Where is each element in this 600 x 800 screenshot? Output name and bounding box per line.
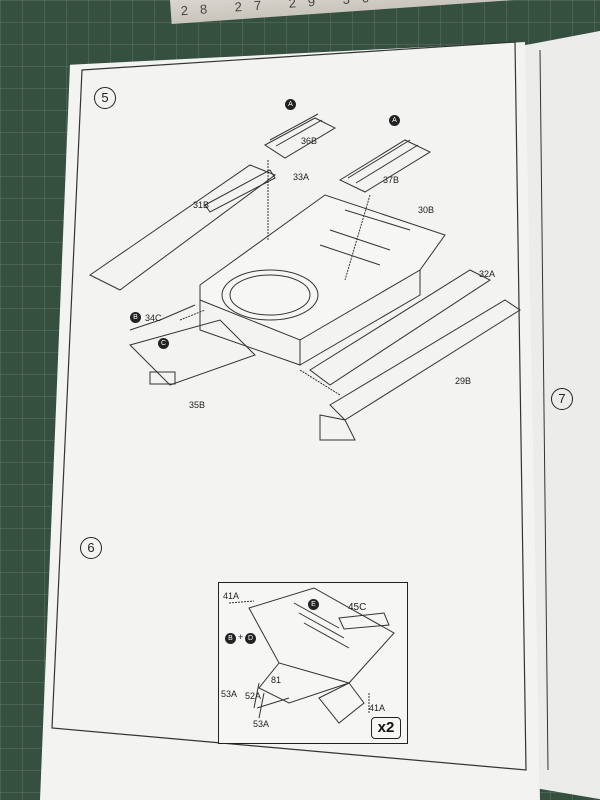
step6-diagram — [228, 587, 395, 724]
part-label: 41A — [223, 591, 240, 601]
callout-badge: E — [308, 599, 319, 610]
part-label: 53A — [253, 719, 270, 729]
part-label: 32A — [479, 269, 496, 279]
part-label: 31B — [193, 200, 210, 210]
part-label: 52A — [245, 691, 262, 701]
callout-badge: B — [130, 312, 141, 323]
callout-badge: C — [158, 338, 169, 349]
step6-inset: 41A E 45C B + D 81 53A 52A 53A 41A x2 — [218, 582, 408, 744]
part-label: 35B — [189, 400, 206, 410]
part-label: 37B — [383, 175, 400, 185]
part-label: 53A — [221, 689, 238, 699]
badge-join: + — [238, 632, 244, 642]
part-label: 29B — [455, 376, 472, 386]
part-label: 45C — [348, 602, 367, 613]
step-number-6: 6 — [80, 537, 102, 559]
step-number-7: 7 — [551, 388, 573, 410]
part-label: 36B — [301, 136, 318, 146]
multiplier-badge: x2 — [371, 717, 401, 739]
part-label: 81 — [271, 675, 282, 685]
step-number-5: 5 — [94, 87, 116, 109]
part-label: 34C — [145, 313, 162, 323]
part-label: 41A — [369, 703, 386, 713]
callout-badge: A — [389, 115, 400, 126]
callout-badge: A — [285, 99, 296, 110]
part-label: 30B — [418, 205, 435, 215]
callout-badge: B — [225, 633, 236, 644]
callout-badge: D — [245, 633, 256, 644]
part-label: 33A — [293, 172, 310, 182]
